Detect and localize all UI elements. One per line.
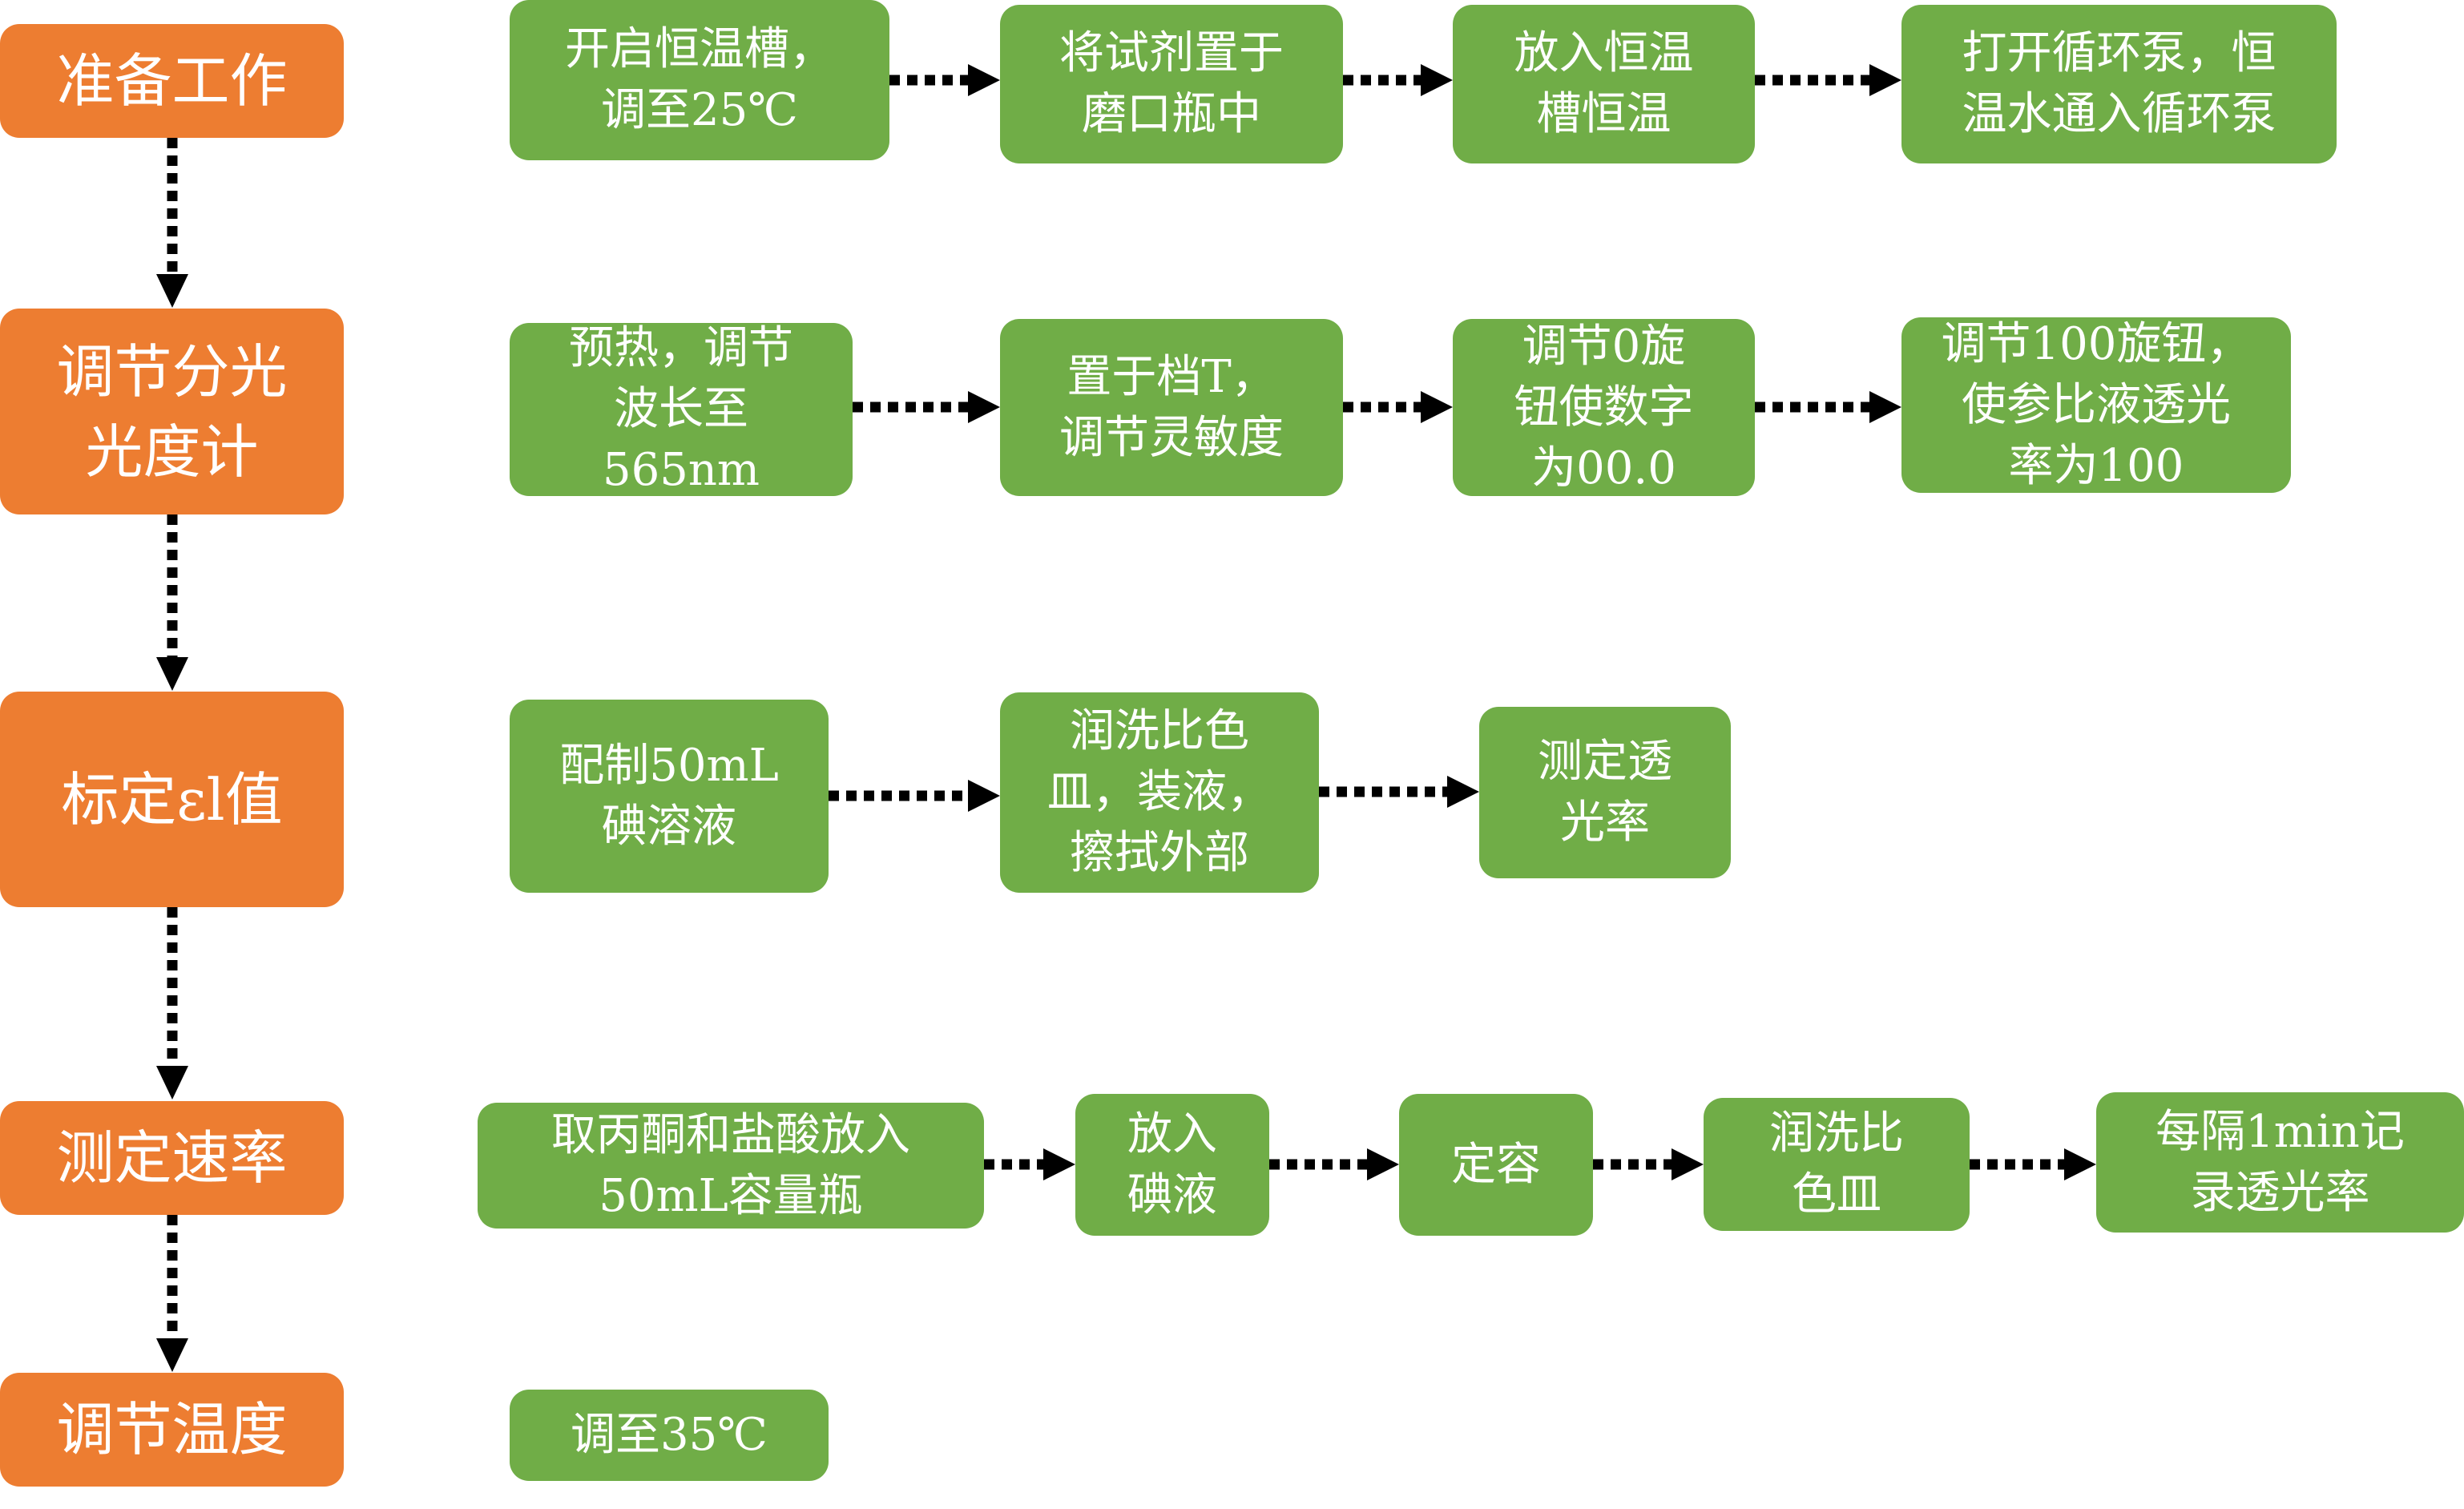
row1-connector-3: [1755, 64, 1901, 96]
stage-connector-2: [156, 514, 188, 691]
step-box: 配制50mL 碘溶液: [510, 700, 829, 893]
step-box: 置于档T， 调节灵敏度: [1000, 319, 1343, 496]
row2-connector-3: [1755, 391, 1901, 423]
stage-box-calibrate-el: 标定εl值: [0, 692, 344, 907]
stage-connector-4: [156, 1215, 188, 1372]
step-box: 预热，调节 波长至 565nm: [510, 322, 853, 496]
step-box: 调至35℃: [510, 1390, 829, 1481]
stage-box-prepare: 准备工作: [0, 24, 344, 138]
step-box: 润洗比 色皿: [1704, 1098, 1970, 1231]
stage-box-measure-rate: 测定速率: [0, 1101, 344, 1215]
row3-connector-2: [1319, 776, 1479, 808]
row2-connector-1: [853, 391, 1000, 423]
row3-connector-1: [829, 780, 1000, 812]
row2-connector-2: [1343, 391, 1453, 423]
step-box: 将试剂置于 磨口瓶中: [1000, 5, 1343, 163]
step-box: 取丙酮和盐酸放入 50mL容量瓶: [478, 1103, 984, 1229]
row4-connector-3: [1593, 1148, 1704, 1180]
step-box: 开启恒温槽， 调至25℃: [510, 0, 889, 160]
step-box: 调节100旋钮， 使参比液透光 率为100: [1901, 317, 2291, 493]
stage-connector-3: [156, 907, 188, 1099]
step-box: 放入恒温 槽恒温: [1453, 5, 1755, 163]
row1-connector-1: [889, 64, 1000, 96]
step-box: 放入 碘液: [1075, 1094, 1269, 1236]
step-box: 润洗比色 皿，装液， 擦拭外部: [1000, 692, 1319, 893]
step-box: 每隔1min记 录透光率: [2096, 1092, 2464, 1233]
stage-box-adjust-spectrophotometer: 调节分光 光度计: [0, 309, 344, 514]
row4-connector-4: [1970, 1148, 2096, 1180]
step-box: 调节0旋 钮使数字 为00.0: [1453, 319, 1755, 496]
stage-box-adjust-temperature: 调节温度: [0, 1373, 344, 1487]
step-box: 定容: [1399, 1094, 1593, 1236]
row4-connector-1: [984, 1148, 1075, 1180]
row1-connector-2: [1343, 64, 1453, 96]
stage-connector-1: [156, 138, 188, 308]
step-box: 测定透 光率: [1479, 707, 1731, 878]
step-box: 打开循环泵，恒 温水通入循环泵: [1901, 5, 2337, 163]
row4-connector-2: [1269, 1148, 1399, 1180]
